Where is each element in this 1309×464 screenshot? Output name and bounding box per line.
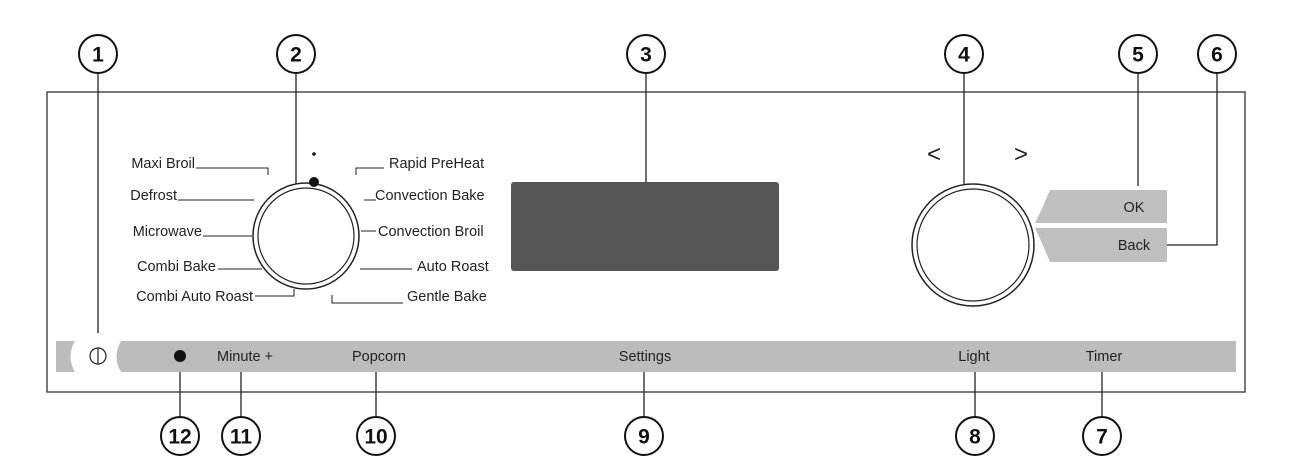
callout-10-number: 10 (364, 426, 387, 449)
sensor-strip: Minute + Popcorn Settings Light Timer (56, 341, 1236, 372)
callout-5: 5 (1118, 34, 1158, 74)
callout-3-number: 3 (640, 44, 652, 67)
callout-1: 1 (78, 34, 118, 74)
dial-modes-left: Maxi Broil Defrost Microwave Combi Bake … (130, 156, 253, 305)
callout-8: 8 (955, 416, 995, 456)
callout-2-number: 2 (290, 44, 302, 67)
mode-label-maxi-broil: Maxi Broil (131, 156, 195, 172)
nav-prev-symbol: < (927, 141, 941, 168)
callout-7-number: 7 (1096, 426, 1108, 449)
leader-lines (97, 74, 1218, 418)
mode-label-gentle-bake: Gentle Bake (407, 289, 487, 305)
dial-top-dot (312, 152, 316, 156)
callout-2: 2 (276, 34, 316, 74)
mode-label-auto-roast: Auto Roast (417, 259, 489, 275)
callout-9: 9 (624, 416, 664, 456)
mode-label-convection-bake: Convection Bake (375, 188, 485, 204)
mode-label-combi-auto-roast: Combi Auto Roast (136, 289, 253, 305)
power-button-area[interactable] (70, 341, 122, 372)
mode-label-rapid-preheat: Rapid PreHeat (389, 156, 484, 172)
navigation-dial[interactable] (911, 183, 1035, 307)
nav-next-symbol: > (1014, 141, 1028, 168)
dial-modes-right: Rapid PreHeat Convection Bake Convection… (375, 156, 489, 305)
callout-11-number: 11 (230, 426, 253, 449)
timer-button[interactable]: Timer (1086, 349, 1123, 365)
dial-mode-leaders (178, 167, 412, 304)
callout-7: 7 (1082, 416, 1122, 456)
callout-4: 4 (944, 34, 984, 74)
callout-6: 6 (1197, 34, 1237, 74)
settings-button[interactable]: Settings (619, 349, 671, 365)
ok-button-label: OK (1124, 200, 1145, 216)
mode-label-microwave: Microwave (133, 224, 202, 240)
callout-12: 12 (160, 416, 200, 456)
display-screen (511, 182, 779, 271)
mode-label-defrost: Defrost (130, 188, 177, 204)
power-icon[interactable] (89, 347, 107, 365)
ok-button[interactable]: OK (1035, 190, 1167, 223)
mode-label-convection-broil: Convection Broil (378, 224, 484, 240)
dial-position-marker (309, 177, 319, 187)
callout-11: 11 (221, 416, 261, 456)
mode-selector-dial[interactable] (252, 152, 360, 290)
callout-4-number: 4 (958, 44, 970, 67)
callout-1-number: 1 (92, 44, 104, 67)
minute-plus-button[interactable]: Minute + (217, 349, 273, 365)
dot-icon[interactable] (174, 350, 186, 362)
callout-10: 10 (356, 416, 396, 456)
callout-8-number: 8 (969, 426, 981, 449)
back-button[interactable]: Back (1035, 228, 1167, 262)
light-button[interactable]: Light (958, 349, 989, 365)
back-button-label: Back (1118, 238, 1151, 254)
popcorn-button[interactable]: Popcorn (352, 349, 406, 365)
callout-3: 3 (626, 34, 666, 74)
callout-12-number: 12 (168, 426, 191, 449)
callout-5-number: 5 (1132, 44, 1144, 67)
mode-label-combi-bake: Combi Bake (137, 259, 216, 275)
callout-6-number: 6 (1211, 44, 1223, 67)
callout-9-number: 9 (638, 426, 650, 449)
